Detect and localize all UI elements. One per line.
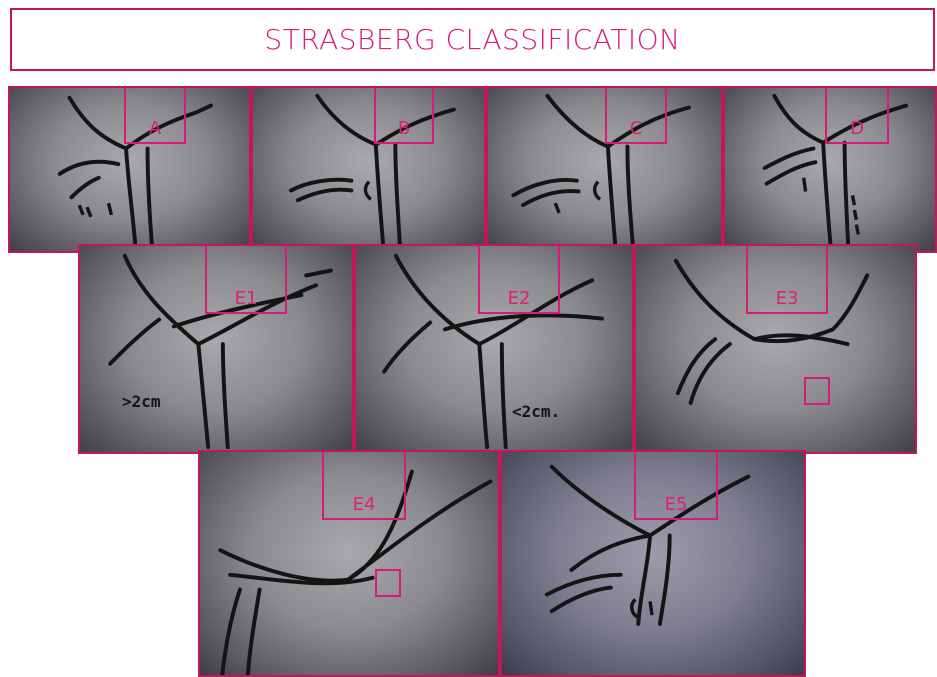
label-e1: E1 — [205, 244, 287, 314]
panel-e4: E4 — [198, 450, 500, 677]
label-a: A — [124, 86, 186, 144]
annotation-e2: <2cm. — [512, 402, 560, 421]
label-e4: E4 — [322, 450, 406, 520]
label-d: D — [825, 86, 889, 144]
marker-box-e4 — [375, 569, 401, 597]
marker-box-e3 — [804, 377, 830, 405]
panel-e2: E2 <2cm. — [354, 244, 634, 454]
label-c: C — [605, 86, 667, 144]
label-e3: E3 — [746, 244, 828, 314]
label-e5: E5 — [634, 450, 718, 520]
panel-e1: E1 >2cm — [78, 244, 354, 454]
panel-a: A — [8, 86, 251, 253]
page-title: STRASBERG CLASSIFICATION — [264, 23, 680, 56]
title-banner: STRASBERG CLASSIFICATION — [10, 8, 935, 71]
biliary-sketch-b — [253, 88, 484, 251]
label-e2: E2 — [478, 244, 560, 314]
panel-e5: E5 — [500, 450, 806, 677]
panel-c: C — [486, 86, 723, 253]
panel-d: D — [723, 86, 937, 253]
label-b: B — [374, 86, 434, 144]
panel-e3: E3 — [634, 244, 917, 454]
annotation-e1: >2cm — [122, 392, 161, 411]
panel-b: B — [251, 86, 486, 253]
